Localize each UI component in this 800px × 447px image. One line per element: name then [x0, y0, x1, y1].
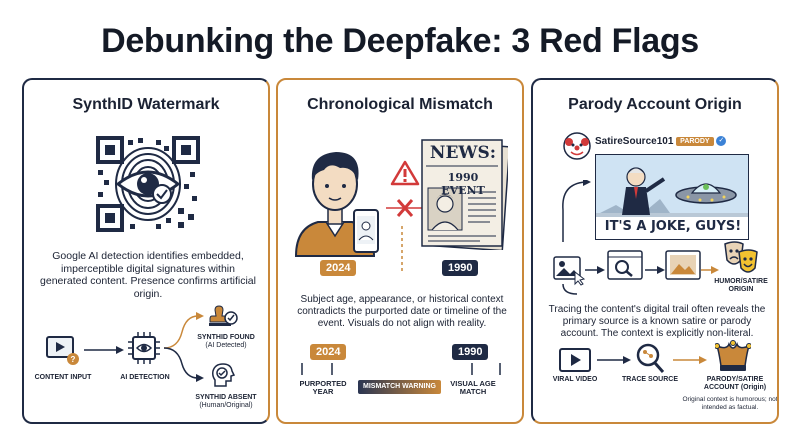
- panel-description: Subject age, appearance, or historical c…: [297, 294, 507, 329]
- image-cursor-icon: [553, 256, 586, 286]
- synthid-absent-text: SYNTHID ABSENT: [195, 394, 257, 401]
- panel-title: SynthID Watermark: [72, 96, 220, 113]
- account-name: SatireSource101: [595, 136, 674, 147]
- synthid-absent-sub: (Human/Original): [199, 402, 253, 409]
- timeline-line: [301, 363, 501, 375]
- account-header: SatireSource101 PARODY ✓: [595, 136, 727, 147]
- human-head-check-icon: [212, 363, 236, 387]
- synthid-found-text: SYNTHID FOUND: [197, 334, 255, 341]
- video-input-icon: ?: [46, 336, 79, 365]
- arrow-right-icon: [645, 266, 665, 274]
- comedy-tragedy-masks-icon: [724, 241, 758, 273]
- clown-avatar-icon: [563, 132, 591, 160]
- timeline-end-badge: 1990: [452, 344, 489, 360]
- trace-back-arrow: [562, 180, 591, 295]
- arrow-right-orange-icon: [701, 266, 719, 274]
- joke-caption: IT'S A JOKE, GUYS!: [604, 219, 742, 234]
- newspaper: NEWS: 1990 EVENT: [420, 138, 508, 250]
- jester-hat-icon: [715, 340, 751, 371]
- warning-icon: [390, 160, 420, 186]
- trace-search-icon: [636, 343, 665, 373]
- panel-title: Parody Account Origin: [568, 96, 742, 113]
- flow-content-input-label: CONTENT INPUT: [34, 374, 92, 381]
- visual-age-match-label: VISUAL AGE MATCH: [450, 379, 496, 396]
- branch-arrows-icon: [164, 312, 204, 382]
- mismatch-warning-badge: MISMATCH WARNING: [358, 380, 441, 394]
- purported-year-label: PURPORTED YEAR: [299, 379, 347, 396]
- qr-fingerprint-eye-icon: [96, 136, 200, 232]
- humor-satire-origin-label: HUMOR/SATIRE ORIGIN: [714, 278, 768, 293]
- synthid-absent-label: SYNTHID ABSENT (Human/Original): [188, 394, 264, 410]
- viral-video-label: VIRAL VIDEO: [552, 376, 598, 383]
- dashed-divider: [401, 226, 403, 272]
- ai-chip-eye-icon: [128, 332, 160, 364]
- trace-source-label: TRACE SOURCE: [621, 376, 678, 383]
- panel-parody: Parody Account Origin SatireSource101 PA…: [531, 78, 779, 424]
- viral-video-icon: [559, 348, 591, 372]
- panel-chronological: Chronological Mismatch: [276, 78, 524, 424]
- arrow-right-icon: [597, 356, 631, 364]
- timeline-start-badge: 2024: [310, 344, 347, 360]
- synthid-found-sub: (AI Detected): [205, 342, 247, 349]
- parody-account-origin-label: PARODY/SATIRE ACCOUNT (Origin): [703, 376, 767, 391]
- newspaper-event: 1990 EVENT: [441, 171, 485, 197]
- arrow-right-icon: [585, 266, 605, 274]
- parody-comic-image: IT'S A JOKE, GUYS!: [595, 154, 749, 240]
- newspaper-headline: NEWS:: [429, 143, 497, 163]
- panel-synthid: SynthID Watermark: [22, 78, 270, 424]
- arrow-right-orange-icon: [673, 356, 707, 364]
- synthid-found-label: SYNTHID FOUND (AI Detected): [188, 334, 264, 350]
- arrow-right-icon: [84, 346, 124, 354]
- page-title: Debunking the Deepfake: 3 Red Flags: [101, 22, 699, 60]
- year-badge-1990: 1990: [442, 260, 479, 276]
- flow-ai-detection-label: AI DETECTION: [120, 374, 170, 381]
- search-post-icon: [607, 250, 643, 280]
- verified-check-icon: ✓: [716, 136, 727, 147]
- stamp-check-icon: [209, 305, 238, 326]
- panel-description: Tracing the content's digital trail ofte…: [548, 304, 766, 339]
- origin-note: Original context is humorous; not intend…: [682, 396, 778, 411]
- year-badge-2024: 2024: [320, 260, 357, 276]
- newspaper-icon: [421, 139, 508, 250]
- parody-badge: PARODY: [676, 136, 714, 146]
- mismatch-x-icon: [386, 199, 424, 217]
- panel-title: Chronological Mismatch: [307, 96, 493, 113]
- politician-ufo-icon: [596, 167, 748, 239]
- source-image-icon: [665, 250, 701, 280]
- svg-text:?: ?: [71, 355, 76, 364]
- young-person-phone-icon: [294, 152, 379, 257]
- panel-description: Google AI detection identifies embedded,…: [40, 250, 256, 300]
